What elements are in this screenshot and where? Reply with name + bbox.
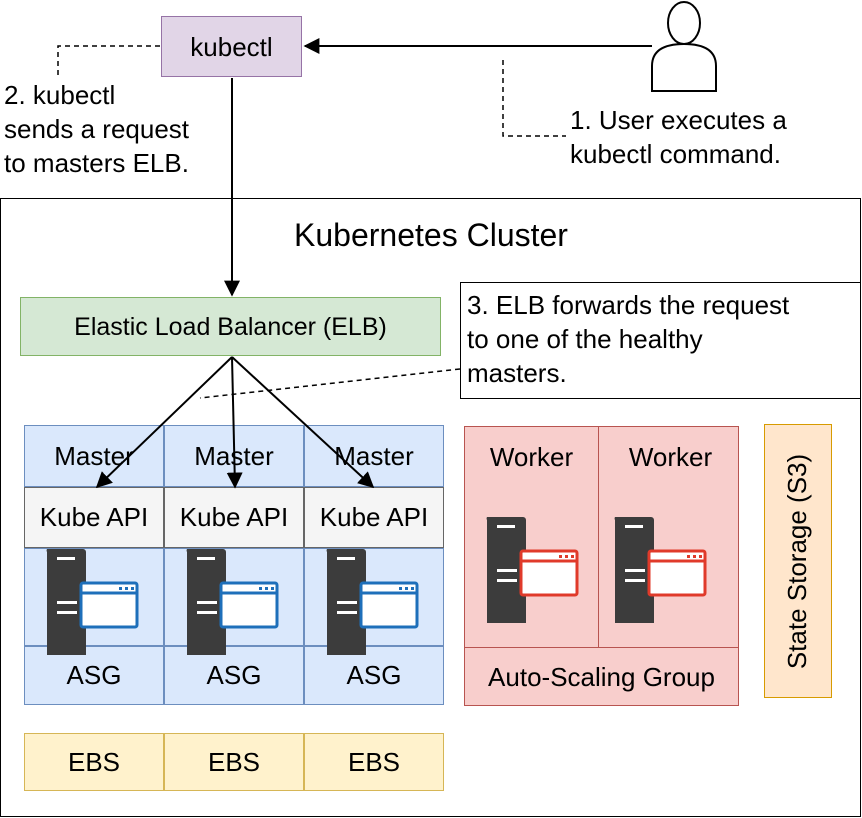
- worker-server-icon-2: [614, 517, 707, 623]
- ebs-volume-1: EBS: [24, 733, 164, 791]
- step3-note-box: 3. ELB forwards the request to one of th…: [460, 282, 861, 399]
- step3-note: 3. ELB forwards the request to one of th…: [467, 290, 790, 388]
- master-asg-3: ASG: [304, 646, 444, 705]
- master-asg-2: ASG: [164, 646, 304, 705]
- kubectl-box: kubectl: [161, 16, 302, 77]
- master-asg-1: ASG: [24, 646, 164, 705]
- step1-note: 1. User executes a kubectl command.: [570, 105, 787, 169]
- elb-box: Elastic Load Balancer (ELB): [20, 297, 441, 356]
- master-server-icon-1: [46, 549, 139, 655]
- elb-to-master3-arrow: [231, 356, 375, 489]
- step2-note: 2. kubectl sends a request to masters EL…: [4, 80, 190, 178]
- step1-callout-line: [502, 60, 566, 137]
- kube-api-3: Kube API: [304, 487, 444, 548]
- master-title-1: Master: [24, 425, 164, 487]
- worker-title-1: Worker: [489, 441, 574, 472]
- ebs-volume-2: EBS: [164, 733, 304, 791]
- worker-server-icon-1: [486, 517, 579, 623]
- elb-label: Elastic Load Balancer (ELB): [74, 312, 387, 341]
- master-server-icon-3: [326, 549, 419, 655]
- step3-callout-line: [199, 368, 461, 399]
- elb-to-master1-arrow: [95, 356, 233, 489]
- elb-to-master2-arrow: [226, 356, 243, 489]
- master-title-3: Master: [304, 425, 444, 487]
- ebs-volume-3: EBS: [304, 733, 444, 791]
- step2-callout-line: [57, 45, 160, 76]
- kube-api-1: Kube API: [24, 487, 164, 548]
- state-storage-box: State Storage (S3): [764, 424, 832, 698]
- master-server-icon-2: [186, 549, 279, 655]
- worker-column-1: [464, 426, 599, 647]
- worker-title-2: Worker: [628, 441, 713, 472]
- kubectl-label: kubectl: [190, 31, 273, 62]
- kube-api-2: Kube API: [164, 487, 304, 548]
- cluster-title: Kubernetes Cluster: [294, 216, 568, 253]
- worker-group-label: Auto-Scaling Group: [464, 647, 739, 706]
